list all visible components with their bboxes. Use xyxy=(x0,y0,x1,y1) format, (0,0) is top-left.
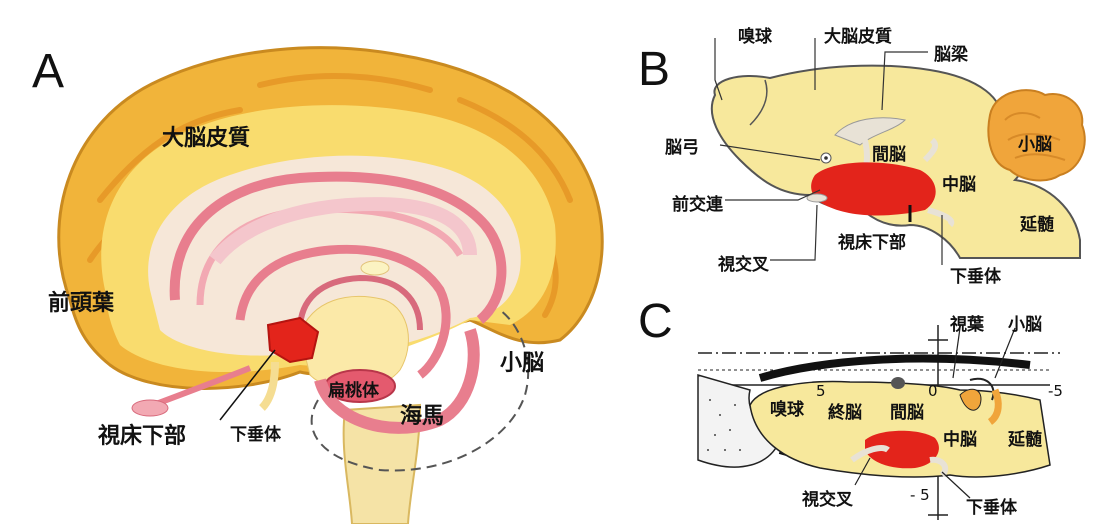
label-cerebellum-a: 小脳 xyxy=(500,345,544,377)
label-diencephalon-b: 間脳 xyxy=(872,140,906,165)
tick-x-pos5: 5 xyxy=(816,382,826,400)
label-amygdala: 扁桃体 xyxy=(328,376,379,401)
label-cerebellum-c: 小脳 xyxy=(1008,310,1042,335)
label-fornix: 脳弓 xyxy=(665,133,699,158)
label-medulla-b: 延髄 xyxy=(1020,210,1054,235)
label-anterior-commissure: 前交連 xyxy=(672,190,723,215)
label-olfactory-c: 嗅球 xyxy=(770,395,804,420)
label-olfactory-b: 嗅球 xyxy=(738,22,772,47)
panel-a-letter: A xyxy=(32,44,64,99)
label-midbrain-b: 中脳 xyxy=(942,170,976,195)
label-pituitary-c: 下垂体 xyxy=(966,493,1017,518)
label-corpus-callosum: 脳梁 xyxy=(934,40,968,65)
label-cortex-b: 大脳皮質 xyxy=(824,22,892,47)
label-hypothalamus-a: 視床下部 xyxy=(98,418,186,450)
label-diencephalon-c: 間脳 xyxy=(890,398,924,423)
panel-a: A 大脳皮質 前頭葉 小脳 視床下部 下垂体 扁桃体 海馬 xyxy=(0,0,620,524)
tick-x-neg5: -5 xyxy=(1048,382,1063,400)
label-pituitary-b: 下垂体 xyxy=(950,262,1001,287)
label-hypothalamus-b: 視床下部 xyxy=(838,228,906,253)
label-hippocampus: 海馬 xyxy=(400,398,444,430)
panel-a-brain-illustration xyxy=(0,0,620,524)
label-cerebellum-b: 小脳 xyxy=(1018,130,1052,155)
panel-c-letter: C xyxy=(638,294,673,349)
label-pituitary-a: 下垂体 xyxy=(230,420,281,445)
label-optic-lobe: 視葉 xyxy=(950,310,984,335)
tick-x-zero: 0 xyxy=(928,382,938,400)
label-optic-chiasm-c: 視交叉 xyxy=(802,485,853,510)
label-frontal-lobe: 前頭葉 xyxy=(48,285,114,317)
panel-b-letter: B xyxy=(638,42,670,97)
label-medulla-c: 延髄 xyxy=(1008,425,1042,450)
label-midbrain-c: 中脳 xyxy=(943,425,977,450)
tick-y-neg5: - 5 xyxy=(910,486,930,504)
panel-b: B 嗅球 大脳皮質 脳梁 脳弓 間脳 小脳 中脳 前交連 延髄 視床下部 視交叉… xyxy=(620,0,1113,290)
label-cortex-a: 大脳皮質 xyxy=(162,120,250,152)
label-telencephalon: 終脳 xyxy=(828,398,862,423)
label-optic-chiasm-b: 視交叉 xyxy=(718,250,769,275)
panel-c: C 視葉 小脳 嗅球 終脳 間脳 中脳 延髄 視交叉 下垂体 5 0 -5 - … xyxy=(620,290,1113,524)
